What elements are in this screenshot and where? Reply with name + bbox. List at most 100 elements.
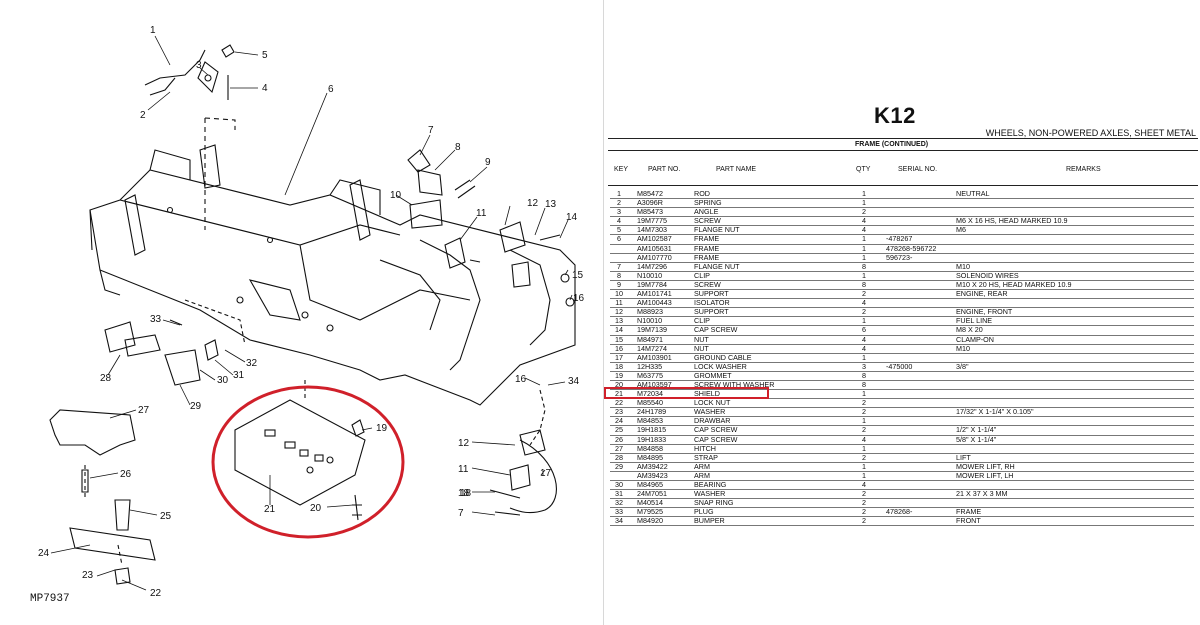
callout-label: 24	[38, 548, 50, 559]
row-qty: 2	[862, 398, 866, 408]
row-part-name: LOCK NUT	[694, 398, 731, 408]
callout-label: 13	[545, 199, 557, 210]
row-key: 3	[617, 207, 621, 217]
callout-label: 32	[246, 358, 258, 369]
row-remarks: FRAME	[956, 507, 982, 517]
row-qty: 1	[862, 243, 866, 253]
row-qty: 4	[862, 225, 866, 235]
row-divider	[610, 316, 1194, 318]
row-part-no: M79525	[637, 507, 663, 517]
row-remarks: M8 X 20	[956, 325, 983, 335]
row-qty: 1	[862, 443, 866, 453]
row-part-no: AM100443	[637, 298, 672, 308]
row-part-no: M84920	[637, 516, 663, 526]
row-divider	[610, 207, 1194, 209]
row-key: 17	[615, 352, 623, 362]
row-key: 27	[615, 443, 623, 453]
row-part-no: M85473	[637, 207, 663, 217]
callout-label: 31	[233, 370, 245, 381]
row-part-name: BEARING	[694, 480, 727, 489]
row-qty: 1	[862, 189, 866, 198]
row-key: 31	[615, 489, 623, 499]
row-part-name: SPRING	[694, 198, 722, 208]
shield-highlight-circle	[211, 385, 405, 539]
row-key: 5	[617, 225, 621, 235]
row-part-no: 19M7784	[637, 279, 667, 289]
row-key: 30	[615, 480, 623, 489]
row-part-no: 19M7775	[637, 216, 667, 226]
row-part-name: SUPPORT	[694, 307, 729, 317]
callout-label: 28	[100, 373, 112, 384]
row-divider	[610, 398, 1194, 400]
row-qty: 8	[862, 370, 866, 380]
row-part-no: M84971	[637, 334, 663, 344]
row-divider	[610, 498, 1194, 500]
row-part-name: DRAWBAR	[694, 416, 731, 426]
row-qty: 3	[862, 361, 866, 371]
row-part-no: AM107770	[637, 252, 672, 262]
row-key: 22	[615, 398, 623, 408]
row-part-name: CAP SCREW	[694, 434, 738, 444]
row-part-no: 24M7051	[637, 489, 667, 499]
row-key: 20	[615, 379, 623, 389]
callout-label: 16	[515, 374, 527, 385]
row-remarks: NEUTRAL	[956, 189, 990, 198]
row-part-name: SCREW	[694, 216, 721, 226]
row-divider	[610, 361, 1194, 363]
row-key: 8	[617, 270, 621, 280]
page-title: K12	[874, 103, 916, 128]
callout-label: 30	[217, 375, 229, 386]
row-key: 26	[615, 434, 623, 444]
row-part-no: 14M7296	[637, 261, 667, 271]
row-qty: 4	[862, 434, 866, 444]
callout-label: 18	[460, 488, 472, 499]
row-part-name: BUMPER	[694, 516, 725, 526]
parts-list-panel: K12 WHEELS, NON-POWERED AXLES, SHEET MET…	[606, 0, 1200, 625]
row-21-highlight	[604, 387, 769, 399]
row-qty: 4	[862, 343, 866, 353]
row-divider	[610, 389, 1194, 391]
row-part-no: 14M7303	[637, 225, 667, 235]
row-qty: 4	[862, 216, 866, 226]
row-part-name: ARM	[694, 470, 710, 480]
row-part-name: SUPPORT	[694, 289, 729, 299]
callout-label: 7	[428, 125, 434, 136]
row-serial-no: 478268-596722	[886, 243, 937, 253]
row-remarks: MOWER LIFT, RH	[956, 461, 1015, 471]
divider	[608, 150, 1198, 151]
row-divider	[610, 370, 1194, 372]
row-qty: 1	[862, 389, 866, 399]
row-part-name: GROUND CABLE	[694, 352, 752, 362]
section-title: WHEELS, NON-POWERED AXLES, SHEET METAL	[985, 128, 1196, 138]
row-part-no: M63775	[637, 370, 663, 380]
row-remarks: FRONT	[956, 516, 981, 526]
callout-label: 27	[138, 405, 150, 416]
row-qty: 2	[862, 452, 866, 462]
row-part-name: ROD	[694, 189, 710, 198]
row-qty: 1	[862, 352, 866, 362]
row-qty: 1	[862, 252, 866, 262]
row-qty: 2	[862, 507, 866, 517]
row-part-name: HITCH	[694, 443, 716, 453]
row-divider	[610, 443, 1194, 445]
row-divider	[610, 489, 1194, 491]
row-qty: 1	[862, 316, 866, 326]
row-part-name: ARM	[694, 461, 710, 471]
callout-label: 7	[458, 508, 464, 519]
divider	[608, 185, 1198, 186]
row-remarks: 21 X 37 X 3 MM	[956, 489, 1008, 499]
row-qty: 1	[862, 234, 866, 244]
